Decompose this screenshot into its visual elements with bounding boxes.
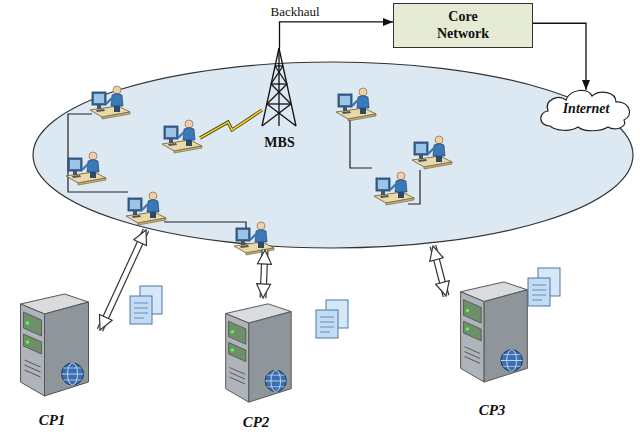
- user-links: [68, 114, 420, 232]
- content-delivery-arrows: [100, 230, 446, 330]
- core-network-box: Core Network: [393, 3, 533, 48]
- node-label: MBS: [264, 135, 294, 150]
- content-provider: CP3: [448, 276, 536, 418]
- connector: [533, 23, 586, 90]
- base-station: MBS: [256, 48, 303, 150]
- box-label: Core Network: [428, 9, 498, 41]
- base-station-tower: [262, 48, 296, 126]
- node-label: CP3: [479, 402, 506, 419]
- content-files: [130, 268, 560, 338]
- servers: [21, 282, 528, 402]
- internet-cloud: Internet: [536, 86, 636, 132]
- content-provider: CP2: [210, 298, 302, 430]
- node-label: CP1: [39, 412, 66, 429]
- node-label: CP2: [243, 414, 270, 431]
- user-terminals: [66, 86, 452, 255]
- node-label: Internet: [563, 101, 610, 117]
- connector-label: Backhaul: [270, 5, 321, 19]
- connector: [280, 22, 394, 48]
- wireless-link: [200, 110, 262, 138]
- content-provider: CP1: [6, 288, 98, 428]
- coverage-area: [33, 62, 633, 248]
